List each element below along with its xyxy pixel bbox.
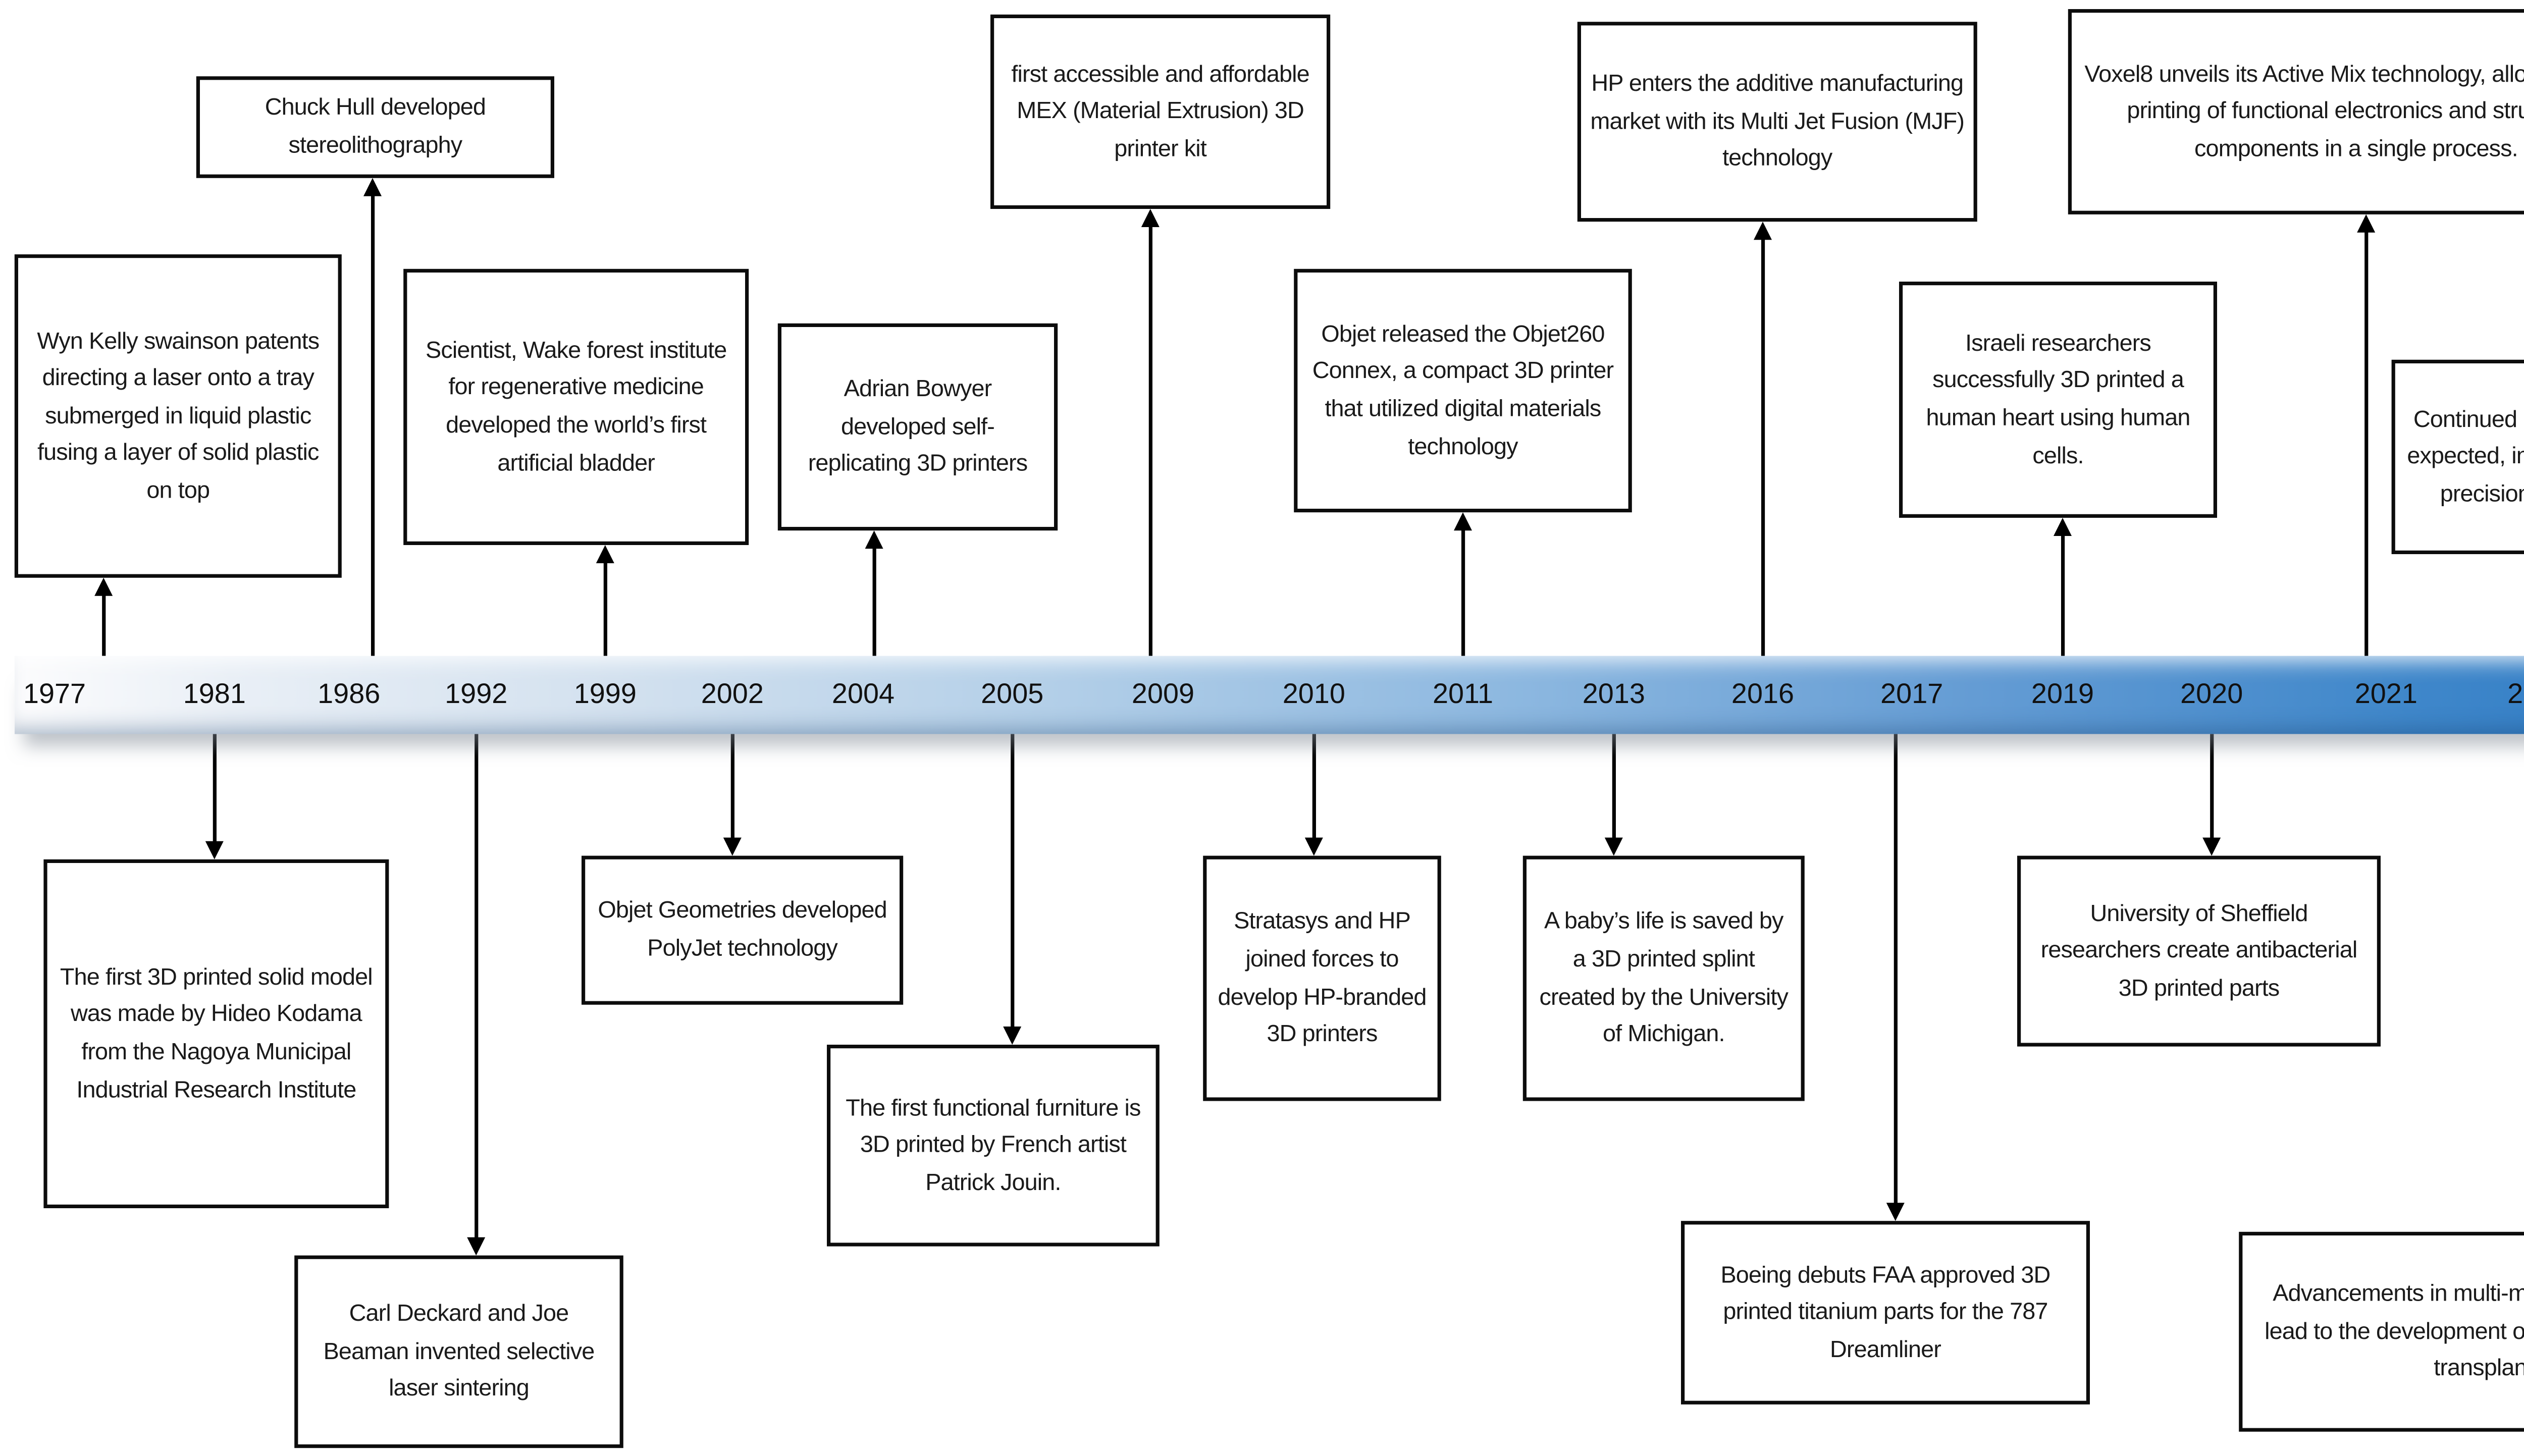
connector-arrow-1981-down: [203, 734, 225, 859]
event-box-2021: Voxel8 unveils its Active Mix technology…: [2068, 9, 2524, 214]
connector-arrow-2020-down: [2201, 734, 2223, 856]
arrowhead-down-icon: [2202, 837, 2221, 856]
year-label-2009: 2009: [1131, 679, 1195, 711]
arrowhead-down-icon: [1003, 1027, 1022, 1045]
connector-line: [1612, 734, 1615, 841]
connector-arrow-2021-up: [2355, 214, 2377, 656]
event-text: Objet Geometries developed PolyJet techn…: [598, 896, 887, 961]
year-label-1999: 1999: [573, 679, 637, 711]
connector-arrow-2013-down: [1603, 734, 1624, 856]
year-label-1977: 1977: [23, 679, 86, 711]
event-text: Carl Deckard and Joe Beaman invented sel…: [323, 1299, 595, 1401]
event-text: Israeli researchers successfully 3D prin…: [1926, 329, 2190, 468]
connector-arrow-2016-up: [1752, 222, 1773, 656]
arrowhead-down-icon: [467, 1237, 486, 1256]
connector-line: [1894, 734, 1897, 1207]
event-text: HP enters the additive manufacturing mar…: [1590, 69, 1965, 172]
event-text: University of Sheffield researchers crea…: [2040, 898, 2358, 1001]
connector-line: [475, 734, 478, 1241]
event-box-1977: Wyn Kelly swainson patents directing a l…: [14, 254, 342, 578]
connector-line: [2364, 229, 2368, 656]
year-label-2004: 2004: [831, 679, 895, 711]
connector-arrow-2002-down: [721, 734, 743, 856]
connector-arrow-1977-up: [93, 577, 115, 656]
event-text: Voxel8 unveils its Active Mix technology…: [2084, 59, 2524, 161]
event-box-2009: first accessible and affordable MEX (Mat…: [990, 14, 1331, 209]
year-label-1986: 1986: [318, 679, 381, 711]
event-box-2016: HP enters the additive manufacturing mar…: [1577, 22, 1977, 222]
event-text: A baby’s life is saved by a 3D printed s…: [1539, 907, 1789, 1047]
event-text: The first functional furniture is 3D pri…: [846, 1093, 1141, 1195]
event-box-2011: Objet released the Objet260 Connex, a co…: [1294, 268, 1632, 513]
event-text: Objet released the Objet260 Connex, a co…: [1312, 319, 1614, 459]
connector-line: [1312, 734, 1316, 841]
year-label-1981: 1981: [183, 679, 246, 711]
arrowhead-down-icon: [1304, 837, 1323, 856]
connector-line: [2061, 532, 2065, 656]
connector-arrow-1992-down: [465, 734, 487, 1256]
event-text: Boeing debuts FAA approved 3D printed ti…: [1720, 1260, 2050, 1363]
event-box-2017: Boeing debuts FAA approved 3D printed ti…: [1681, 1221, 2090, 1405]
connector-line: [603, 559, 607, 656]
year-label-2005: 2005: [981, 679, 1044, 711]
event-text: first accessible and affordable MEX (Mat…: [1011, 59, 1309, 161]
event-box-2004: Adrian Bowyer developed self-replicating…: [777, 323, 1058, 531]
event-text: Wyn Kelly swainson patents directing a l…: [37, 326, 320, 503]
connector-line: [1461, 527, 1465, 656]
event-box-2025: Continued advancements in AM are expecte…: [2391, 359, 2524, 554]
connector-arrow-2005-down: [1002, 734, 1023, 1045]
connector-arrow-2009-up: [1139, 209, 1161, 656]
event-box-1981: The first 3D printed solid model was mad…: [43, 859, 389, 1208]
event-box-1986: Chuck Hull developed stereolithography: [196, 76, 554, 178]
year-label-2023: 2023: [2507, 679, 2524, 711]
event-text: Adrian Bowyer developed self-replicating…: [808, 374, 1028, 477]
event-text: Advancements in multi-material and biopr…: [2265, 1279, 2524, 1381]
connector-line: [1011, 734, 1014, 1031]
event-box-2010: Stratasys and HP joined forces to develo…: [1203, 855, 1441, 1101]
event-text: Stratasys and HP joined forces to develo…: [1218, 907, 1427, 1047]
year-label-2019: 2019: [2031, 679, 2094, 711]
year-label-1992: 1992: [445, 679, 508, 711]
arrowhead-down-icon: [1604, 837, 1623, 856]
event-box-2005: The first functional furniture is 3D pri…: [827, 1045, 1160, 1247]
connector-arrow-1986-up: [361, 178, 383, 656]
arrowhead-down-icon: [205, 841, 224, 859]
year-label-2017: 2017: [1880, 679, 1943, 711]
connector-arrow-1999-up: [594, 545, 616, 656]
event-box-2013: A baby’s life is saved by a 3D printed s…: [1522, 855, 1805, 1101]
event-text: The first 3D printed solid model was mad…: [60, 962, 373, 1102]
year-label-2016: 2016: [1731, 679, 1795, 711]
arrowhead-down-icon: [723, 837, 742, 856]
connector-arrow-2019-up: [2052, 518, 2073, 656]
timeline-bar: [14, 656, 2524, 734]
connector-line: [213, 734, 216, 845]
year-label-2020: 2020: [2180, 679, 2243, 711]
year-label-2011: 2011: [1432, 679, 1494, 711]
connector-line: [730, 734, 734, 841]
year-label-2010: 2010: [1282, 679, 1345, 711]
event-text: Chuck Hull developed stereolithography: [265, 93, 486, 158]
connector-line: [371, 192, 375, 656]
event-box-2002: Objet Geometries developed PolyJet techn…: [582, 855, 904, 1005]
connector-arrow-2011-up: [1452, 512, 1474, 656]
event-box-2023: Advancements in multi-material and biopr…: [2239, 1231, 2524, 1432]
year-label-2013: 2013: [1582, 679, 1645, 711]
event-box-2020: University of Sheffield researchers crea…: [2017, 855, 2381, 1047]
connector-line: [1148, 223, 1152, 656]
connector-line: [2210, 734, 2214, 841]
arrowhead-down-icon: [1886, 1203, 1905, 1221]
connector-line: [102, 592, 106, 656]
connector-arrow-2010-down: [1303, 734, 1325, 856]
event-text: Scientist, Wake forest institute for reg…: [426, 336, 727, 475]
event-box-1999: Scientist, Wake forest institute for reg…: [403, 268, 749, 545]
year-label-2002: 2002: [701, 679, 764, 711]
event-box-1992: Carl Deckard and Joe Beaman invented sel…: [294, 1255, 623, 1448]
connector-arrow-2017-down: [1884, 734, 1906, 1221]
event-box-2019: Israeli researchers successfully 3D prin…: [1899, 282, 2217, 518]
event-text: Continued advancements in AM are expecte…: [2407, 404, 2524, 507]
connector-arrow-2004-up: [863, 530, 885, 656]
connector-line: [1761, 236, 1765, 656]
connector-line: [872, 545, 876, 656]
year-label-2021: 2021: [2354, 679, 2417, 711]
